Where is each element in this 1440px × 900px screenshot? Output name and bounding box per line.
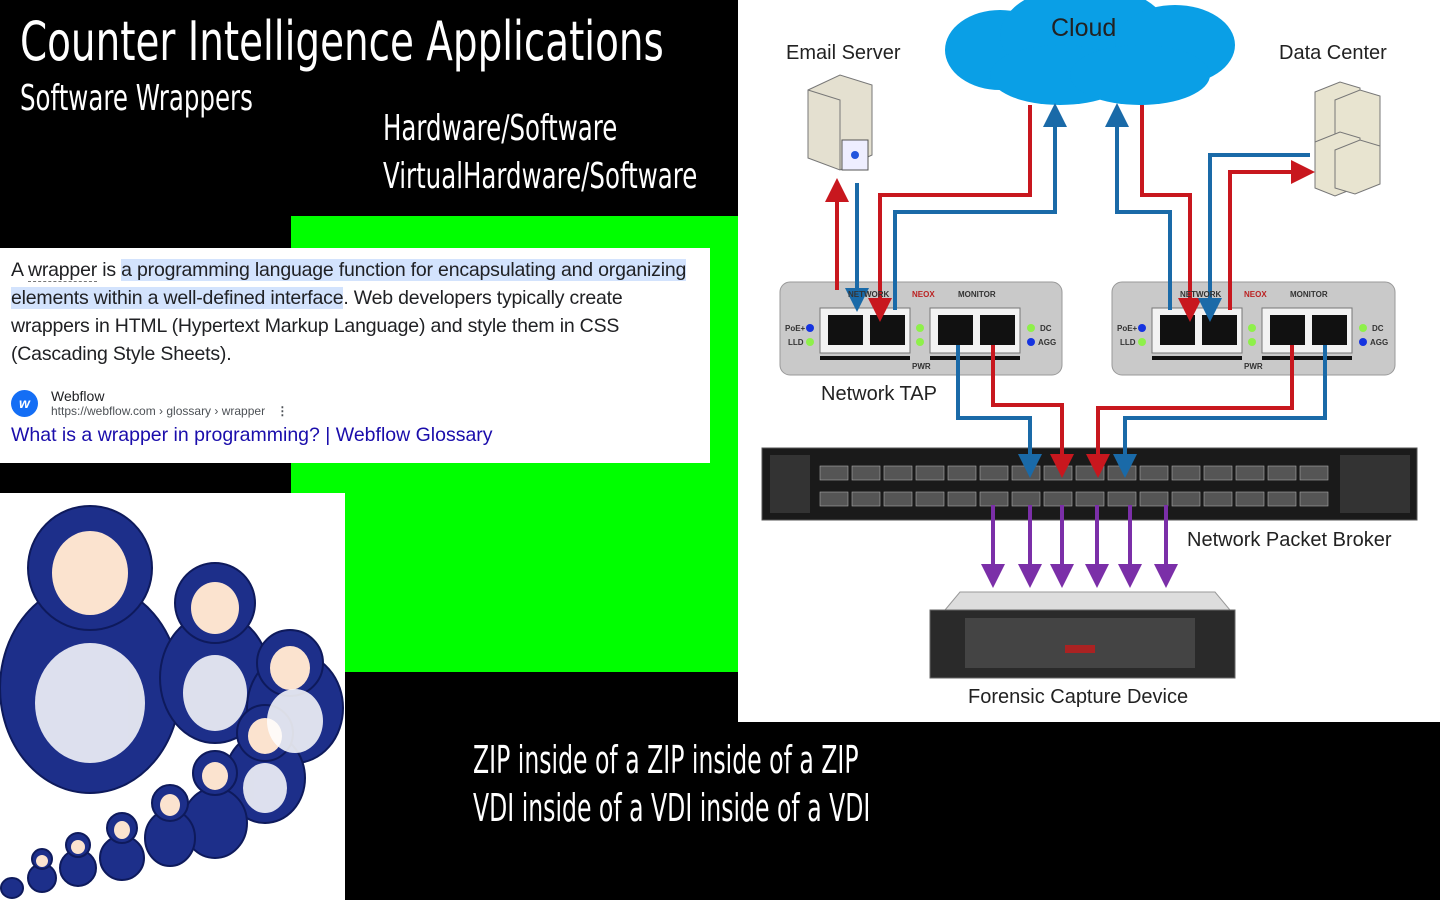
- search-snippet: A wrapper is a programming language func…: [0, 248, 710, 463]
- flow-red-tap2-dc: [1228, 160, 1315, 310]
- source-name: Webflow: [51, 388, 105, 404]
- packet-broker-label: Network Packet Broker: [1187, 529, 1392, 551]
- broker-port: [851, 465, 881, 481]
- broker-port: [1075, 465, 1105, 481]
- tap2-monitor-label: MONITOR: [1290, 290, 1328, 299]
- network-tap-label: Network TAP: [821, 383, 937, 405]
- layer-line-2: VirtualHardware/Software: [383, 156, 698, 197]
- broker-port: [1203, 465, 1233, 481]
- source-url: https://webflow.com › glossary › wrapper: [51, 404, 266, 418]
- packet-broker-device: [761, 447, 1418, 521]
- flow-blue-dc-tap2: [1198, 153, 1310, 322]
- snippet-post: . Web developers typically create wrappe…: [11, 287, 623, 365]
- flow-red-cloud-tap2: [1140, 105, 1202, 322]
- broker-port: [1267, 491, 1297, 507]
- broker-port: [851, 491, 881, 507]
- broker-port: [1171, 465, 1201, 481]
- broker-port: [883, 491, 913, 507]
- tap2-pwr: PWR: [1244, 362, 1263, 371]
- slide-title: Counter Intelligence Applications: [20, 10, 664, 73]
- broker-port: [1203, 491, 1233, 507]
- tap1-brand: NEOX: [912, 290, 935, 299]
- broker-port: [1043, 491, 1073, 507]
- matryoshka-dolls-image: [0, 493, 345, 900]
- broker-port: [1299, 491, 1329, 507]
- broker-port: [1139, 465, 1169, 481]
- cloud-shape: [945, 0, 1235, 105]
- broker-port: [819, 491, 849, 507]
- flow-blue-tap2-cloud: [1105, 103, 1172, 310]
- snippet-pre: A: [11, 259, 28, 281]
- source-row[interactable]: w Webflow https://webflow.com › glossary…: [11, 388, 699, 418]
- tap2-brand: NEOX: [1244, 290, 1267, 299]
- tap2-poe: PoE+: [1117, 324, 1138, 333]
- data-center-label: Data Center: [1279, 42, 1387, 64]
- broker-port: [1043, 465, 1073, 481]
- source-url-row: https://webflow.com › glossary › wrapper…: [51, 404, 288, 418]
- flow-blue-mon1: [956, 345, 1042, 478]
- email-server-label: Email Server: [786, 42, 901, 64]
- broker-port: [1107, 491, 1137, 507]
- broker-port: [915, 465, 945, 481]
- result-link[interactable]: What is a wrapper in programming? | Webf…: [11, 424, 493, 446]
- broker-port: [883, 465, 913, 481]
- more-options-icon[interactable]: ⋮: [276, 404, 289, 418]
- broker-port: [1267, 465, 1297, 481]
- webflow-logo-icon: w: [11, 389, 38, 417]
- flow-red-mon1: [991, 345, 1074, 478]
- nesting-line-2: VDI inside of a VDI inside of a VDI: [473, 786, 871, 830]
- diagram-graphics: NETWORK NEOX MONITOR PoE+ LLD DC AGG PWR…: [761, 0, 1418, 679]
- flow-blue-mon2: [1113, 345, 1327, 478]
- flow-blue-tap1-cloud: [893, 103, 1067, 310]
- tap2-agg: AGG: [1370, 338, 1388, 347]
- broker-port: [947, 491, 977, 507]
- email-server-icon: [807, 74, 873, 171]
- layer-line-1: Hardware/Software: [383, 108, 618, 149]
- cloud-label: Cloud: [1051, 14, 1117, 42]
- tap1-network-label: NETWORK: [848, 290, 890, 299]
- tap1-poe: PoE+: [785, 324, 806, 333]
- tap1-dc: DC: [1040, 324, 1052, 333]
- tap2-network-label: NETWORK: [1180, 290, 1222, 299]
- data-center-icon: [1314, 81, 1381, 197]
- tap1-monitor-label: MONITOR: [958, 290, 996, 299]
- broker-port: [1011, 491, 1041, 507]
- broker-port: [979, 491, 1009, 507]
- forensic-capture-device: [929, 591, 1236, 679]
- broker-port: [1299, 465, 1329, 481]
- tap2-dc: DC: [1372, 324, 1384, 333]
- broker-port: [1235, 491, 1265, 507]
- broker-port: [1011, 465, 1041, 481]
- flow-red-cloud-tap1: [868, 105, 1032, 322]
- slide-subtitle: Software Wrappers: [20, 78, 253, 119]
- snippet-mid: is: [97, 259, 122, 281]
- dolls-illustration: [0, 505, 344, 899]
- broker-port: [1171, 491, 1201, 507]
- network-diagram: NETWORK NEOX MONITOR PoE+ LLD DC AGG PWR…: [738, 0, 1440, 722]
- broker-port: [979, 465, 1009, 481]
- broker-port: [915, 491, 945, 507]
- broker-port: [819, 465, 849, 481]
- snippet-text: A wrapper is a programming language func…: [11, 256, 699, 368]
- broker-port: [1107, 465, 1137, 481]
- wrapper-term[interactable]: wrapper: [27, 259, 98, 282]
- nesting-line-1: ZIP inside of a ZIP inside of a ZIP: [473, 738, 859, 782]
- broker-port: [1139, 491, 1169, 507]
- broker-port: [1235, 465, 1265, 481]
- tap1-lld: LLD: [788, 338, 804, 347]
- capture-device-label: Forensic Capture Device: [968, 686, 1189, 708]
- tap1-agg: AGG: [1038, 338, 1056, 347]
- broker-port: [1075, 491, 1105, 507]
- broker-port: [947, 465, 977, 481]
- tap1-pwr: PWR: [912, 362, 931, 371]
- flow-red-mon2: [1086, 345, 1294, 478]
- tap2-lld: LLD: [1120, 338, 1136, 347]
